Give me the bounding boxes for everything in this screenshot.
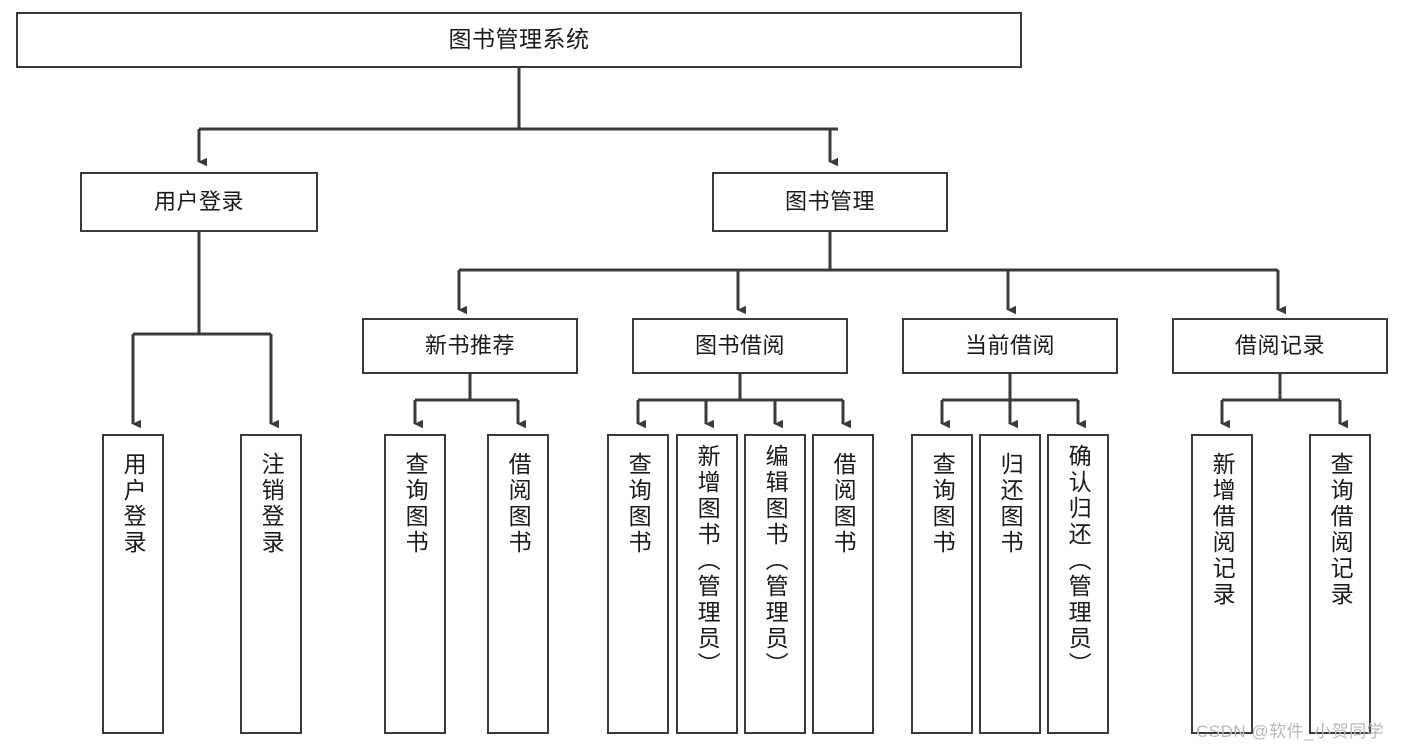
node-user-login[interactable]: 用户登录	[80, 172, 318, 232]
node-leaf-query-book-3-label: 查询图书	[929, 452, 956, 556]
node-leaf-query-book-2[interactable]: 查询图书	[607, 434, 669, 734]
node-new-book-recommend[interactable]: 新书推荐	[362, 318, 578, 374]
node-leaf-add-book-admin-label: 新增图书（管理员）	[694, 444, 721, 678]
node-borrow-record[interactable]: 借阅记录	[1172, 318, 1388, 374]
node-book-borrow[interactable]: 图书借阅	[632, 318, 848, 374]
node-leaf-edit-book-admin-label: 编辑图书（管理员）	[762, 444, 789, 678]
node-leaf-user-login[interactable]: 用户登录	[102, 434, 164, 734]
node-leaf-query-book-2-label: 查询图书	[625, 452, 652, 556]
node-leaf-borrow-book-1[interactable]: 借阅图书	[487, 434, 549, 734]
node-leaf-confirm-return-admin[interactable]: 确认归还（管理员）	[1047, 434, 1109, 734]
node-user-login-label: 用户登录	[153, 189, 244, 215]
node-book-management[interactable]: 图书管理	[712, 172, 948, 232]
node-leaf-return-book[interactable]: 归还图书	[979, 434, 1041, 734]
node-leaf-confirm-return-admin-label: 确认归还（管理员）	[1065, 444, 1092, 678]
node-leaf-borrow-book-2-label: 借阅图书	[830, 452, 857, 556]
node-leaf-borrow-book-2[interactable]: 借阅图书	[812, 434, 874, 734]
node-leaf-logout-login[interactable]: 注销登录	[240, 434, 302, 734]
node-book-borrow-label: 图书借阅	[694, 333, 785, 359]
node-borrow-record-label: 借阅记录	[1234, 333, 1325, 359]
node-leaf-query-book-1[interactable]: 查询图书	[384, 434, 446, 734]
node-leaf-query-book-1-label: 查询图书	[402, 452, 429, 556]
node-current-borrow-label: 当前借阅	[964, 333, 1055, 359]
node-leaf-borrow-book-1-label: 借阅图书	[505, 452, 532, 556]
node-leaf-logout-login-label: 注销登录	[258, 452, 285, 556]
node-leaf-add-book-admin[interactable]: 新增图书（管理员）	[676, 434, 738, 734]
node-leaf-query-borrow-record[interactable]: 查询借阅记录	[1309, 434, 1371, 734]
node-book-management-label: 图书管理	[784, 189, 875, 215]
node-new-book-recommend-label: 新书推荐	[424, 333, 515, 359]
node-root-system[interactable]: 图书管理系统	[16, 12, 1022, 68]
node-leaf-add-borrow-record[interactable]: 新增借阅记录	[1191, 434, 1253, 734]
node-leaf-add-borrow-record-label: 新增借阅记录	[1209, 452, 1236, 608]
node-leaf-query-book-3[interactable]: 查询图书	[911, 434, 973, 734]
node-leaf-user-login-label: 用户登录	[120, 452, 147, 556]
node-leaf-edit-book-admin[interactable]: 编辑图书（管理员）	[744, 434, 806, 734]
node-root-system-label: 图书管理系统	[448, 26, 590, 53]
node-leaf-return-book-label: 归还图书	[997, 452, 1024, 556]
node-leaf-query-borrow-record-label: 查询借阅记录	[1327, 452, 1354, 608]
node-current-borrow[interactable]: 当前借阅	[902, 318, 1118, 374]
